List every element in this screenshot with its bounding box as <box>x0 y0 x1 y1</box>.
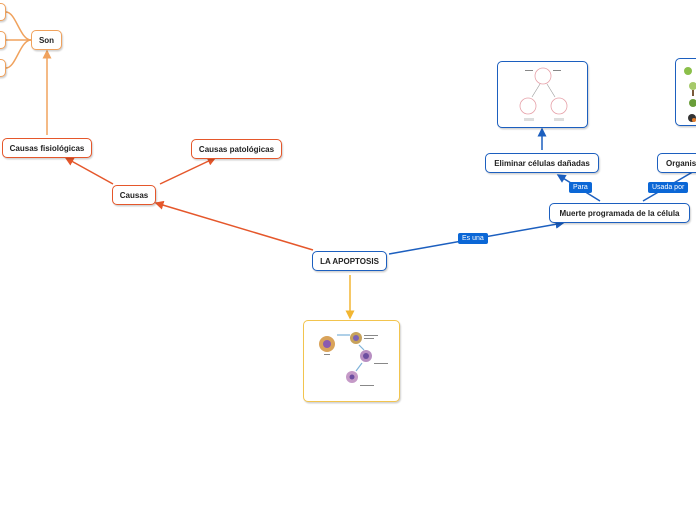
son-item-3[interactable] <box>0 59 6 77</box>
link-son-item-3 <box>5 39 32 69</box>
organisms-image <box>675 58 696 126</box>
son-item-1[interactable] <box>0 3 6 21</box>
son-item-2[interactable] <box>0 31 6 49</box>
node-causas-fisiologicas[interactable]: Causas fisiológicas <box>2 138 92 158</box>
link-son-item-1 <box>5 11 32 41</box>
damaged-cells-image <box>497 61 588 128</box>
node-causas[interactable]: Causas <box>112 185 156 205</box>
link-causas-patologicas <box>159 157 217 185</box>
link-root-causas <box>154 200 314 251</box>
link-causas-fisiologicas <box>64 157 114 185</box>
node-muerte-programada[interactable]: Muerte programada de la célula <box>549 203 690 223</box>
tag-es-una: Es una <box>458 233 488 244</box>
node-causas-patologicas[interactable]: Causas patológicas <box>191 139 282 159</box>
tag-usada-por: Usada por <box>648 182 689 193</box>
node-la-apoptosis[interactable]: LA APOPTOSIS <box>312 251 387 271</box>
apoptosis-stages-image <box>303 320 400 402</box>
node-son[interactable]: Son <box>31 30 62 50</box>
tag-para: Para <box>569 182 592 193</box>
node-eliminar-celulas[interactable]: Eliminar células dañadas <box>485 153 599 173</box>
node-organismos[interactable]: Organis <box>657 153 696 173</box>
